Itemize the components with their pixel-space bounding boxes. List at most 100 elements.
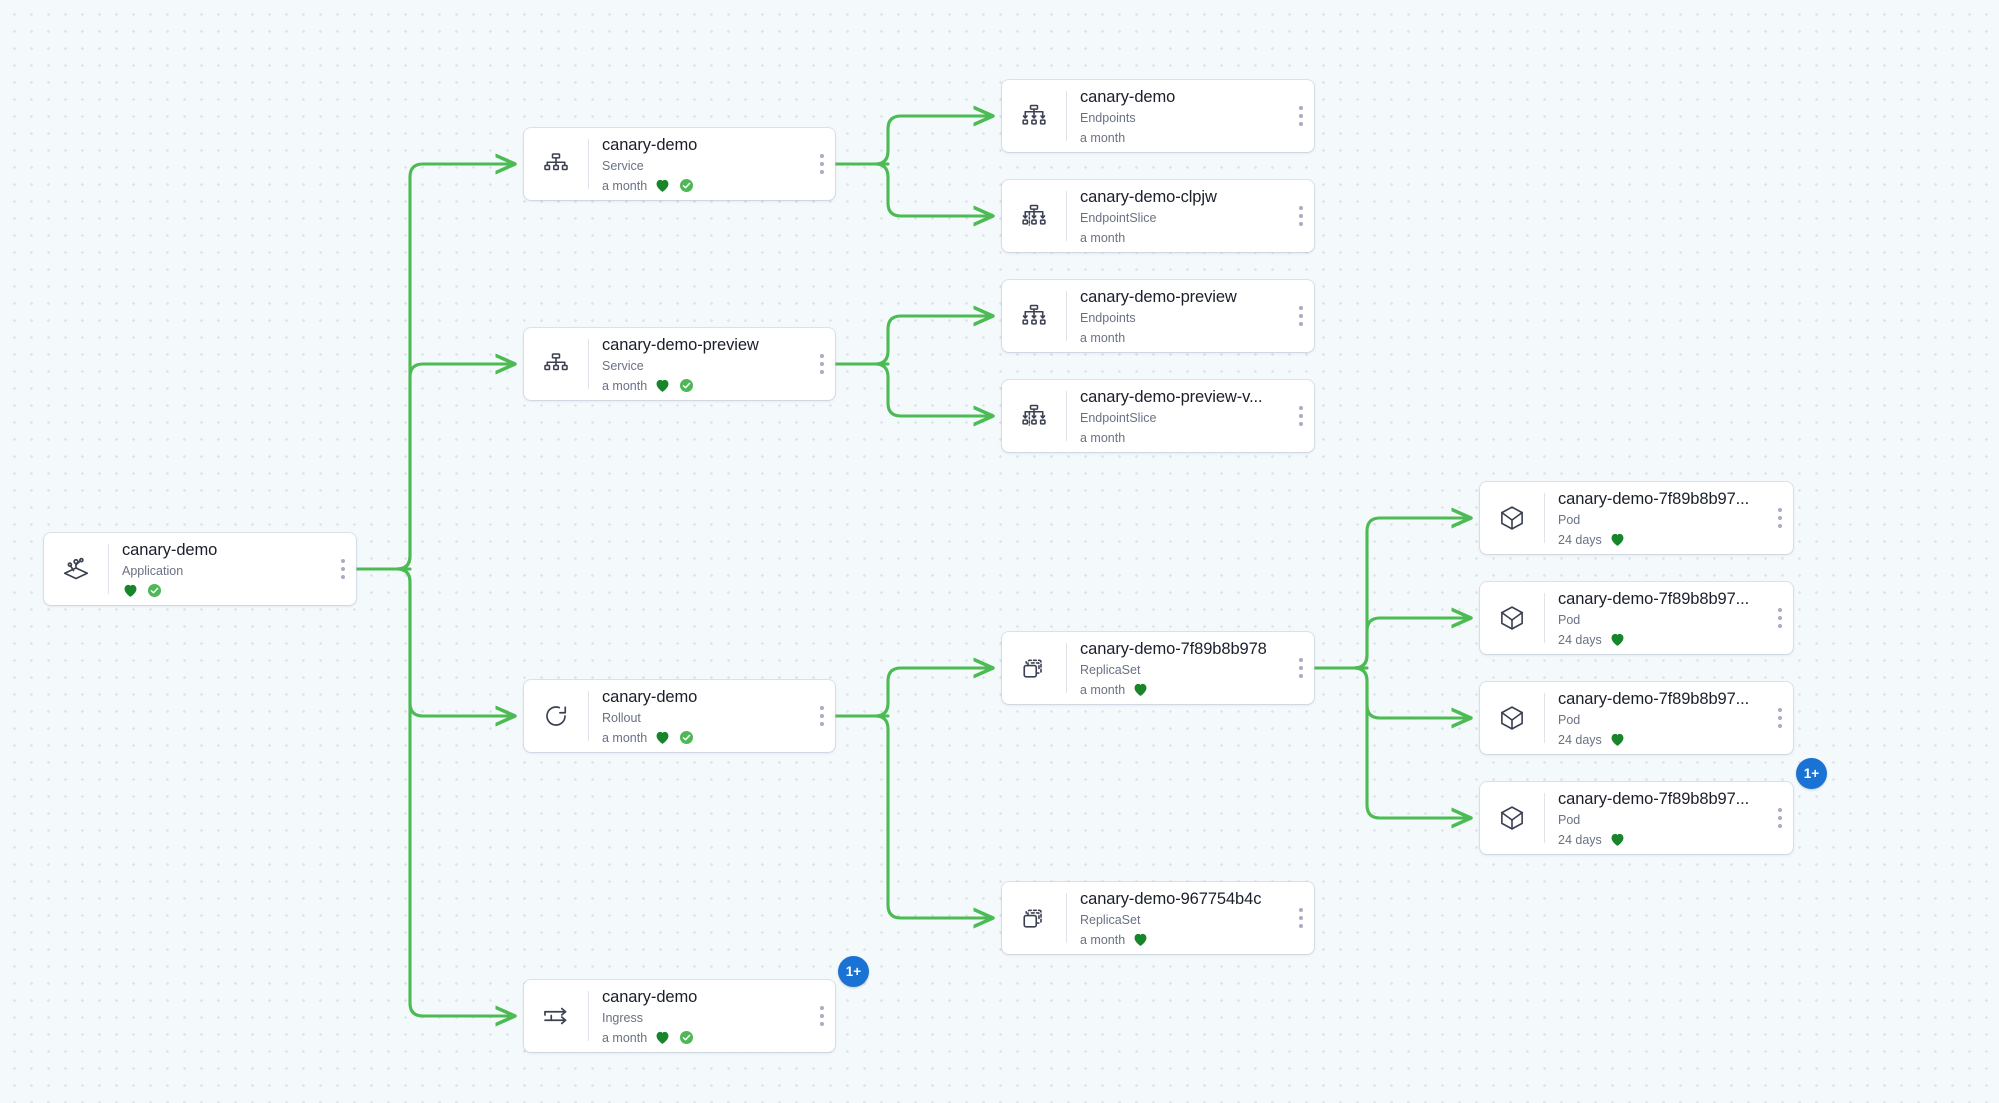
node-kind: Service [602, 358, 644, 373]
health-status-icon[interactable] [1609, 631, 1626, 648]
edge-rs-canary-demo-7f89b8b978-to-pod-3 [1352, 666, 1471, 718]
child-count-badge[interactable]: 1+ [1796, 758, 1827, 789]
node-divider [1066, 391, 1067, 441]
node-meta: a month [1080, 229, 1284, 247]
sync-status-icon[interactable] [146, 582, 163, 599]
node-kind: Rollout [602, 710, 641, 725]
node-kind: Service [602, 158, 644, 173]
sync-status-icon[interactable] [678, 1029, 695, 1046]
node-kind: EndpointSlice [1080, 410, 1157, 425]
endpointslice-icon [1002, 380, 1066, 452]
node-title: canary-demo-7f89b8b97... [1558, 489, 1750, 508]
health-status-icon[interactable] [1609, 731, 1626, 748]
replicaset-icon [1002, 882, 1066, 954]
node-divider [1544, 593, 1545, 643]
ingress-icon [524, 980, 588, 1052]
node-divider [1544, 493, 1545, 543]
node-menu-icon[interactable] [809, 328, 835, 400]
health-status-icon[interactable] [654, 729, 671, 746]
node-title: canary-demo [122, 540, 218, 559]
node-kind: Endpoints [1080, 310, 1136, 325]
health-status-icon[interactable] [654, 177, 671, 194]
node-age: 24 days [1558, 832, 1602, 847]
sync-status-icon[interactable] [678, 377, 695, 394]
node-kind: Application [122, 563, 184, 578]
node-age: a month [1080, 430, 1126, 445]
endpointslice-icon [1002, 180, 1066, 252]
node-divider [588, 339, 589, 389]
node-menu-icon[interactable] [809, 128, 835, 200]
node-age: a month [602, 378, 648, 393]
node-age: 24 days [1558, 532, 1602, 547]
sync-status-icon[interactable] [678, 177, 695, 194]
node-title: canary-demo [602, 687, 698, 706]
service-icon [524, 328, 588, 400]
node-divider [1544, 693, 1545, 743]
health-status-icon[interactable] [1609, 831, 1626, 848]
node-menu-icon[interactable] [1767, 682, 1793, 754]
edge-svc-canary-demo-preview-to-eps-canary-demo-preview-v [873, 362, 993, 416]
node-divider [1066, 191, 1067, 241]
health-status-icon[interactable] [1132, 681, 1149, 698]
node-menu-icon[interactable] [1767, 482, 1793, 554]
node-meta: a month [602, 1029, 805, 1047]
node-title: canary-demo-7f89b8b97... [1558, 689, 1750, 708]
sync-status-icon[interactable] [678, 729, 695, 746]
node-meta [122, 582, 326, 600]
node-menu-icon[interactable] [1767, 582, 1793, 654]
node-menu-icon[interactable] [1767, 782, 1793, 854]
endpoints-icon [1002, 280, 1066, 352]
node-menu-icon[interactable] [330, 533, 356, 605]
health-status-icon[interactable] [654, 1029, 671, 1046]
health-status-icon[interactable] [122, 582, 139, 599]
endpoints-icon [1002, 80, 1066, 152]
edge-svc-canary-demo-preview-to-ep-canary-demo-preview [873, 316, 993, 366]
node-menu-icon[interactable] [1288, 632, 1314, 704]
edge-app-canary-demo-to-svc-canary-demo-preview [395, 364, 515, 571]
node-age: a month [1080, 932, 1126, 947]
node-meta: 24 days [1558, 731, 1763, 749]
health-status-icon[interactable] [1132, 931, 1149, 948]
node-divider [588, 991, 589, 1041]
child-count-badge[interactable]: 1+ [838, 956, 869, 987]
health-status-icon[interactable] [1609, 531, 1626, 548]
node-menu-icon[interactable] [1288, 882, 1314, 954]
application-icon [44, 533, 108, 605]
health-status-icon[interactable] [654, 377, 671, 394]
node-menu-icon[interactable] [1288, 280, 1314, 352]
service-icon [524, 128, 588, 200]
node-menu-icon[interactable] [1288, 80, 1314, 152]
edge-app-canary-demo-to-svc-canary-demo [395, 164, 515, 571]
node-divider [588, 139, 589, 189]
node-menu-icon[interactable] [809, 980, 835, 1052]
node-menu-icon[interactable] [809, 680, 835, 752]
node-menu-icon[interactable] [1288, 380, 1314, 452]
node-menu-icon[interactable] [1288, 180, 1314, 252]
node-age: a month [602, 178, 648, 193]
